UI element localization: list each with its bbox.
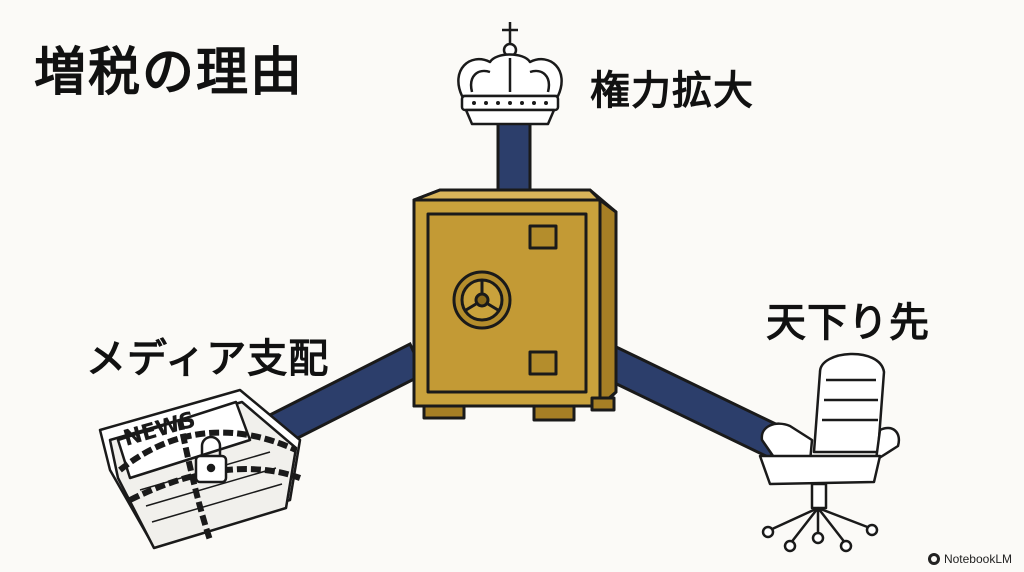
page-title: 増税の理由 [34,43,305,103]
label-power-expansion: 権力拡大 [590,68,754,114]
label-media-control: メディア支配 [86,336,330,382]
pipe-top [496,116,532,202]
chained-newspaper-icon: NEWS [98,388,302,550]
pipe-right [596,342,786,461]
label-amakudari: 天下り先 [766,300,930,346]
brand-watermark: NotebookLM [927,552,1012,566]
crown-icon [457,22,563,126]
safe-icon [412,188,618,422]
brand-label: NotebookLM [943,552,1012,566]
office-chair-icon [758,352,901,553]
notebooklm-icon [927,553,940,565]
